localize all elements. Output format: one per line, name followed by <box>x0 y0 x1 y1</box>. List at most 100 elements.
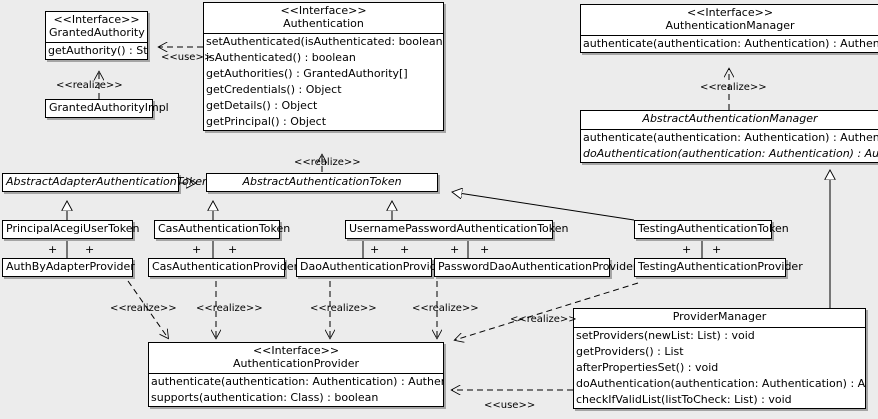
class-name-label: GrantedAuthorityImpl <box>49 101 169 114</box>
member-row: getAuthority() : String <box>48 44 147 58</box>
class-header: UsernamePasswordAuthenticationToken <box>346 221 569 238</box>
class-members: authenticate(authentication: Authenticat… <box>149 374 443 406</box>
class-box-authentication-provider[interactable]: <<Interface>> AuthenticationProvider aut… <box>148 342 444 408</box>
assoc-plus-mark: + <box>192 243 202 256</box>
class-name-label: Authentication <box>283 16 364 30</box>
class-box-granted-authority[interactable]: <<Interface>> GrantedAuthority getAuthor… <box>45 11 148 61</box>
class-box-auth-by-adapter-provider[interactable]: AuthByAdapterProvider <box>2 258 135 277</box>
class-name-label: CasAuthenticationProvider <box>152 260 299 273</box>
class-box-testing-authentication-token[interactable]: TestingAuthenticationToken <box>634 220 789 239</box>
edge-label-realize-grantedauthorityimpl: <<realize>> <box>56 80 123 91</box>
class-name-label: AuthenticationProvider <box>232 356 360 370</box>
edge-label-realize-cas: <<realize>> <box>196 303 263 314</box>
class-box-cas-authentication-token[interactable]: CasAuthenticationToken <box>154 220 291 239</box>
member-row: authenticate(authentication: Authenticat… <box>583 37 878 51</box>
assoc-plus-mark: + <box>228 243 238 256</box>
edge-label-realize-authbyadapter: <<realize>> <box>110 303 177 314</box>
member-row: isAuthenticated() : boolean <box>206 51 356 65</box>
class-box-dao-authentication-provider[interactable]: DaoAuthenticationProvider <box>296 258 448 277</box>
member-row: getAuthorities() : GrantedAuthority[] <box>206 67 408 81</box>
class-header: AbstractAuthenticationManager <box>581 111 878 130</box>
class-header: <<Interface>> GrantedAuthority <box>46 12 147 44</box>
class-box-authentication-manager[interactable]: <<Interface>> AuthenticationManager auth… <box>580 4 878 54</box>
edge-label-use-authentication-grantedauthority: <<use>> <box>161 52 213 63</box>
stereotype-label: <<Interface>> <box>280 4 367 17</box>
edge-label-realize-passworddao: <<realize>> <box>412 303 479 314</box>
class-name-label: CasAuthenticationToken <box>158 222 291 235</box>
class-members: authenticate(authentication: Authenticat… <box>581 130 878 162</box>
edge-label-realize-abstractauthtoken: <<realize>> <box>294 157 361 168</box>
class-header: PasswordDaoAuthenticationProvider <box>435 259 638 276</box>
member-row: getProviders() : List <box>576 344 684 358</box>
class-box-granted-authority-impl[interactable]: GrantedAuthorityImpl <box>45 99 169 118</box>
member-row: supports(authentication: Class) : boolea… <box>151 391 379 405</box>
class-members: setProviders(newList: List) : void getPr… <box>574 328 865 408</box>
class-name-label: DaoAuthenticationProvider <box>300 260 448 273</box>
class-header: <<Interface>> AuthenticationProvider <box>149 343 443 375</box>
member-row: getDetails() : Object <box>206 99 318 113</box>
edge-label-realize-testing: <<realize>> <box>510 314 577 325</box>
class-name-label: AbstractAuthenticationToken <box>242 175 402 188</box>
class-box-abstract-authentication-token[interactable]: AbstractAuthenticationToken <box>206 173 438 192</box>
class-members: authenticate(authentication: Authenticat… <box>581 36 878 52</box>
class-name-label: ProviderManager <box>672 310 767 323</box>
assoc-plus-mark: + <box>370 243 380 256</box>
class-box-password-dao-authentication-provider[interactable]: PasswordDaoAuthenticationProvider <box>434 258 638 277</box>
class-header: PrincipalAcegiUserToken <box>3 221 140 238</box>
class-box-testing-authentication-provider[interactable]: TestingAuthenticationProvider <box>634 258 803 277</box>
class-name-label: PasswordDaoAuthenticationProvider <box>438 260 638 273</box>
member-row: authenticate(authentication: Authenticat… <box>583 130 878 144</box>
assoc-plus-mark: + <box>480 243 490 256</box>
class-header: DaoAuthenticationProvider <box>297 259 448 276</box>
class-name-label: AuthenticationManager <box>665 18 795 32</box>
edge-label-realize-dao: <<realize>> <box>310 303 377 314</box>
assoc-plus-mark: + <box>48 243 58 256</box>
class-header: CasAuthenticationToken <box>155 221 291 238</box>
edge-generalize-testingtoken <box>452 192 635 221</box>
class-name-label: TestingAuthenticationToken <box>638 222 789 235</box>
class-box-abstract-adapter-authentication-token[interactable]: AbstractAdapterAuthenticationToken <box>2 173 209 192</box>
assoc-plus-mark: + <box>85 243 95 256</box>
stereotype-label: <<Interface>> <box>53 13 140 26</box>
class-box-abstract-authentication-manager[interactable]: AbstractAuthenticationManager authentica… <box>580 110 878 163</box>
class-header: ProviderManager <box>574 309 865 328</box>
class-box-username-password-authentication-token[interactable]: UsernamePasswordAuthenticationToken <box>345 220 569 239</box>
member-row: checkIfValidList(listToCheck: List) : vo… <box>576 392 792 406</box>
member-row: setProviders(newList: List) : void <box>576 328 755 342</box>
class-members: getAuthority() : String <box>46 43 147 59</box>
class-header: TestingAuthenticationToken <box>635 221 789 238</box>
class-name-label: PrincipalAcegiUserToken <box>6 222 140 235</box>
edge-label-realize-abstractauthmanager: <<realize>> <box>700 82 767 93</box>
class-header: TestingAuthenticationProvider <box>635 259 803 276</box>
class-name-label: AuthByAdapterProvider <box>6 260 135 273</box>
assoc-plus-mark: + <box>450 243 460 256</box>
member-row: setAuthenticated(isAuthenticated: boolea… <box>206 35 443 49</box>
class-name-label: AbstractAuthenticationManager <box>642 112 818 125</box>
class-header: CasAuthenticationProvider <box>149 259 299 276</box>
class-box-authentication[interactable]: <<Interface>> Authentication setAuthenti… <box>203 2 444 132</box>
class-box-provider-manager[interactable]: ProviderManager setProviders(newList: Li… <box>573 308 866 409</box>
stereotype-label: <<Interface>> <box>252 344 340 357</box>
class-header: <<Interface>> Authentication <box>204 3 443 35</box>
class-name-label: AbstractAdapterAuthenticationToken <box>6 175 209 188</box>
class-header: AbstractAdapterAuthenticationToken <box>3 174 209 191</box>
class-header: AbstractAuthenticationToken <box>207 174 437 191</box>
member-row: authenticate(authentication: Authenticat… <box>151 375 443 389</box>
class-header: <<Interface>> AuthenticationManager <box>581 5 878 37</box>
class-box-principal-acegi-user-token[interactable]: PrincipalAcegiUserToken <box>2 220 140 239</box>
assoc-plus-mark: + <box>400 243 410 256</box>
edge-label-use-providermanager: <<use>> <box>484 400 536 411</box>
member-row: doAuthentication(authentication: Authent… <box>576 376 865 390</box>
class-box-cas-authentication-provider[interactable]: CasAuthenticationProvider <box>148 258 299 277</box>
class-members: setAuthenticated(isAuthenticated: boolea… <box>204 34 443 130</box>
assoc-plus-mark: + <box>682 243 692 256</box>
class-name-label: GrantedAuthority <box>49 25 145 39</box>
stereotype-label: <<Interface>> <box>686 6 774 19</box>
member-row: getPrincipal() : Object <box>206 115 327 129</box>
member-row: afterPropertiesSet() : void <box>576 360 719 374</box>
member-row: getCredentials() : Object <box>206 83 342 97</box>
class-name-label: TestingAuthenticationProvider <box>638 260 803 273</box>
member-row: doAuthentication(authentication: Authent… <box>583 146 878 160</box>
assoc-plus-mark: + <box>712 243 722 256</box>
class-header: AuthByAdapterProvider <box>3 259 135 276</box>
